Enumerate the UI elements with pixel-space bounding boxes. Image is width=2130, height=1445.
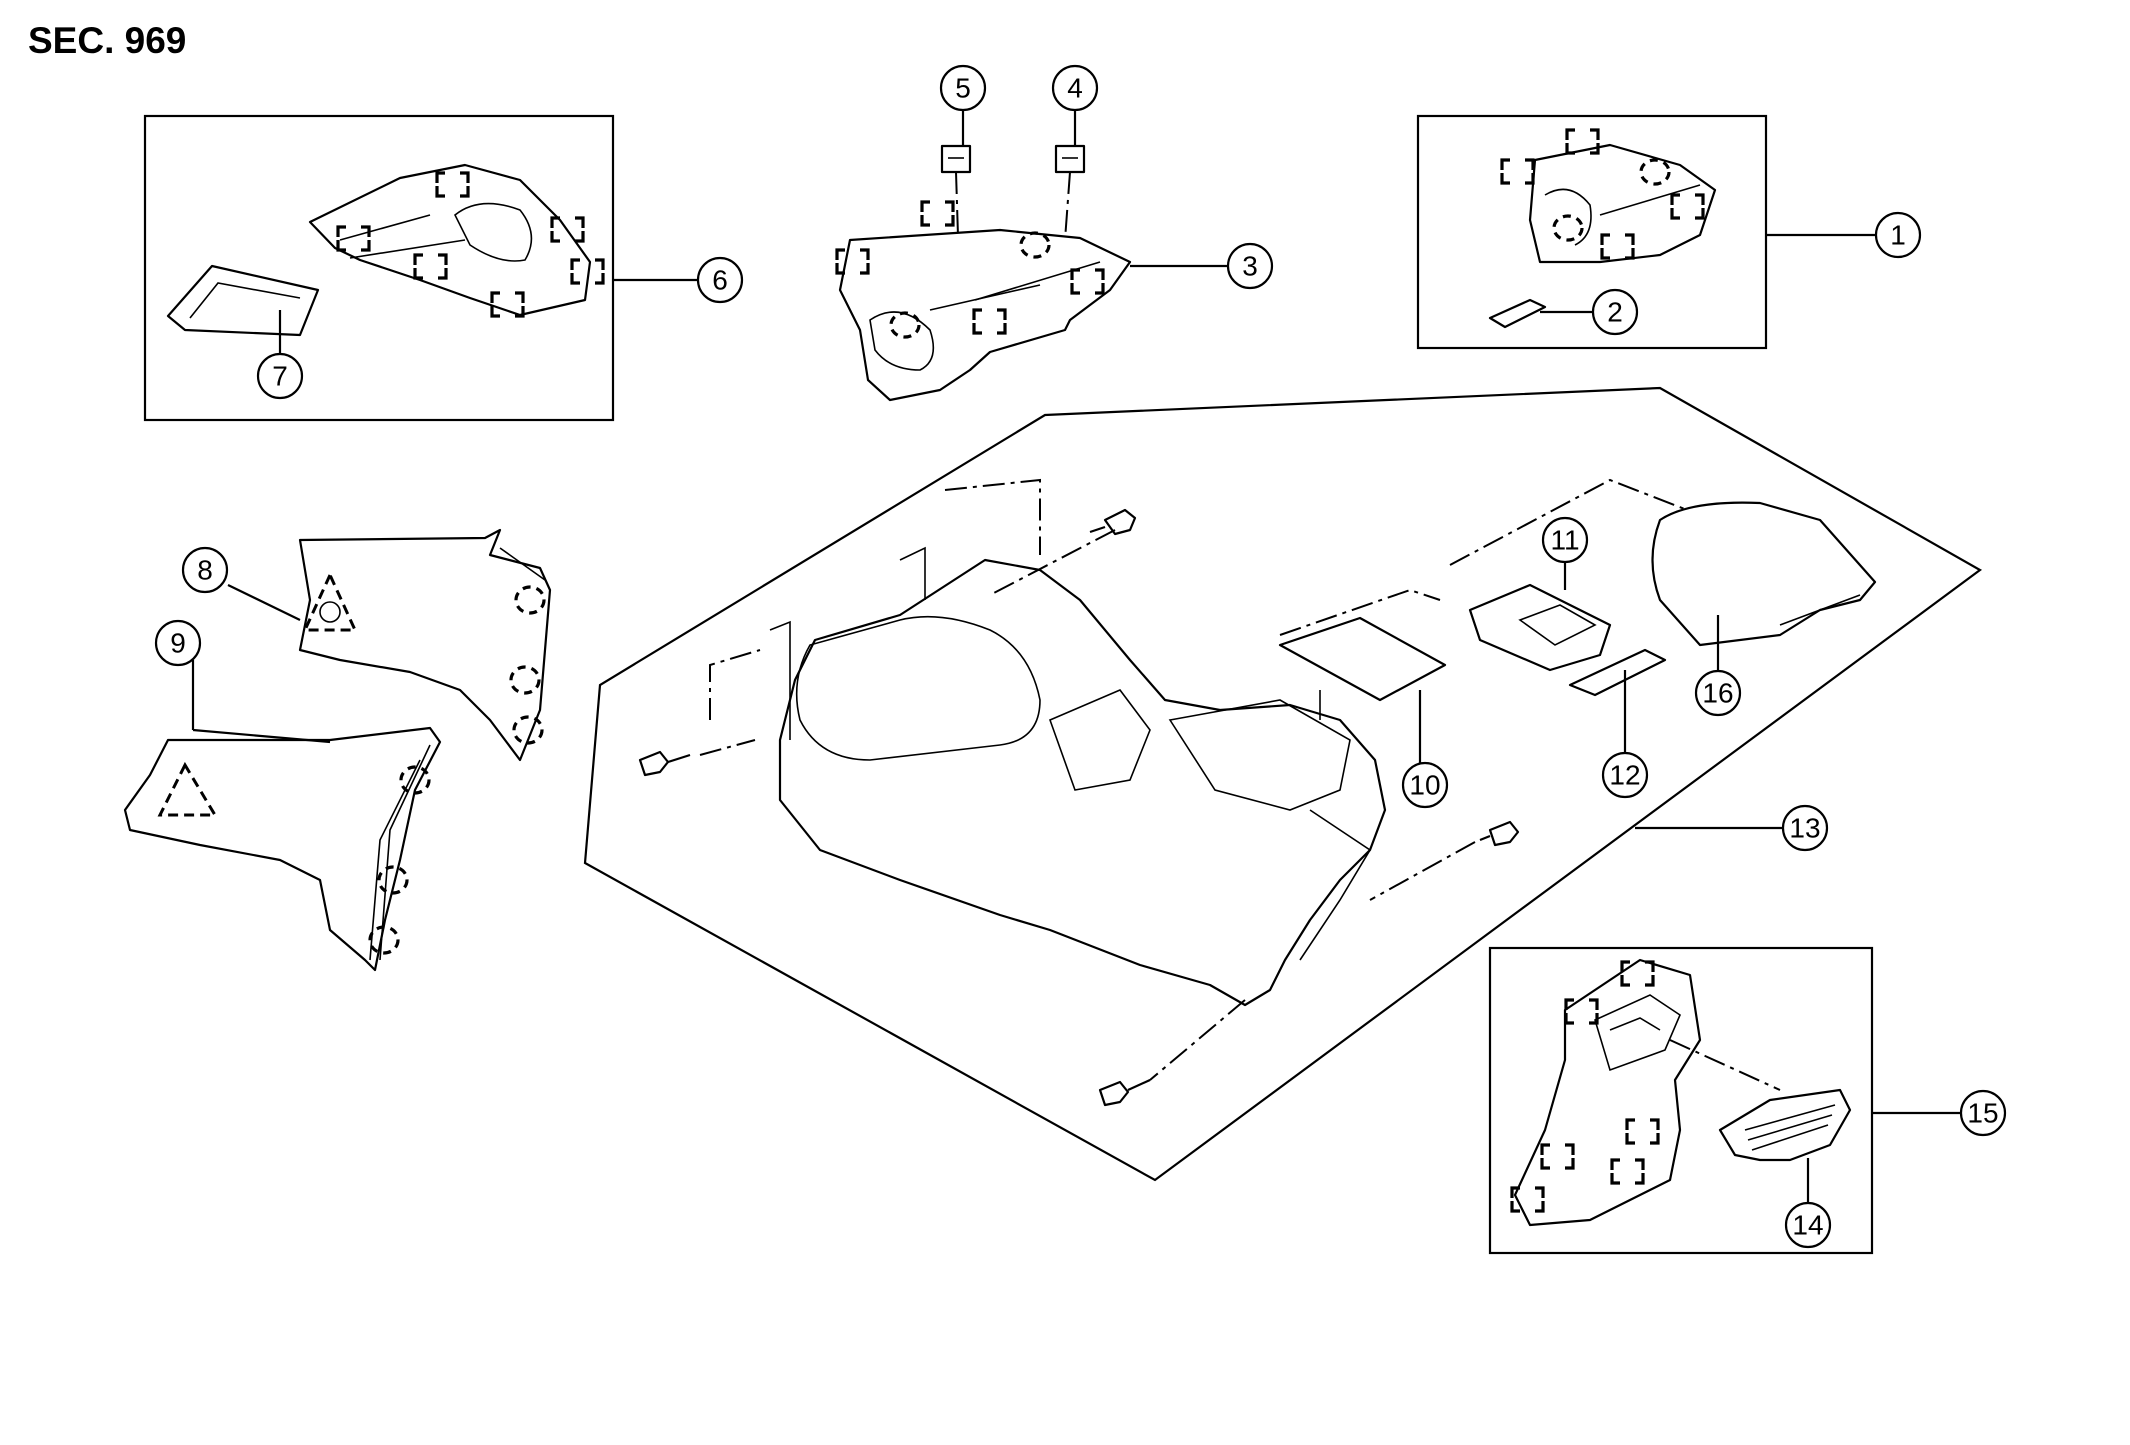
section-title: SEC. 969 <box>28 20 187 61</box>
callout-label: 7 <box>272 361 288 392</box>
callout-6: 6 <box>696 256 744 304</box>
callout-label: 6 <box>712 265 728 296</box>
callout-label: 5 <box>955 73 971 104</box>
callout-label: 1 <box>1890 220 1906 251</box>
detail-box-cup-holder <box>1416 114 1875 350</box>
callout-label: 12 <box>1609 760 1640 791</box>
callout-label: 13 <box>1789 813 1820 844</box>
callout-label: 14 <box>1792 1210 1823 1241</box>
callout-9: 9 <box>154 619 202 667</box>
callout-10: 10 <box>1401 761 1449 809</box>
callout-label: 9 <box>170 628 186 659</box>
callout-label: 10 <box>1409 770 1440 801</box>
callout-label: 16 <box>1702 678 1733 709</box>
callout-7: 7 <box>256 352 304 400</box>
callout-label: 11 <box>1550 525 1579 556</box>
callout-label: 2 <box>1607 297 1623 328</box>
callout-12: 12 <box>1601 751 1649 799</box>
callout-2: 2 <box>1591 288 1639 336</box>
callout-5: 5 <box>939 64 987 112</box>
callout-label: 3 <box>1242 251 1258 282</box>
callout-label: 8 <box>197 555 213 586</box>
callout-13: 13 <box>1781 804 1829 852</box>
callout-16: 16 <box>1694 669 1742 717</box>
detail-box-rear-vent <box>1488 946 1960 1255</box>
callout-label: 4 <box>1067 73 1083 104</box>
callout-3: 3 <box>1226 242 1274 290</box>
center-console-assembly <box>583 386 1983 1182</box>
callout-8: 8 <box>181 546 229 594</box>
detail-box-shift-finisher <box>143 114 698 422</box>
callout-label: 15 <box>1967 1098 1998 1129</box>
callout-15: 15 <box>1959 1089 2007 1137</box>
cup-holder-assembly <box>835 110 1228 402</box>
side-finishers <box>123 528 552 972</box>
callout-1: 1 <box>1874 211 1922 259</box>
callout-4: 4 <box>1051 64 1099 112</box>
callout-14: 14 <box>1784 1201 1832 1249</box>
callout-11: 11 <box>1541 516 1589 564</box>
